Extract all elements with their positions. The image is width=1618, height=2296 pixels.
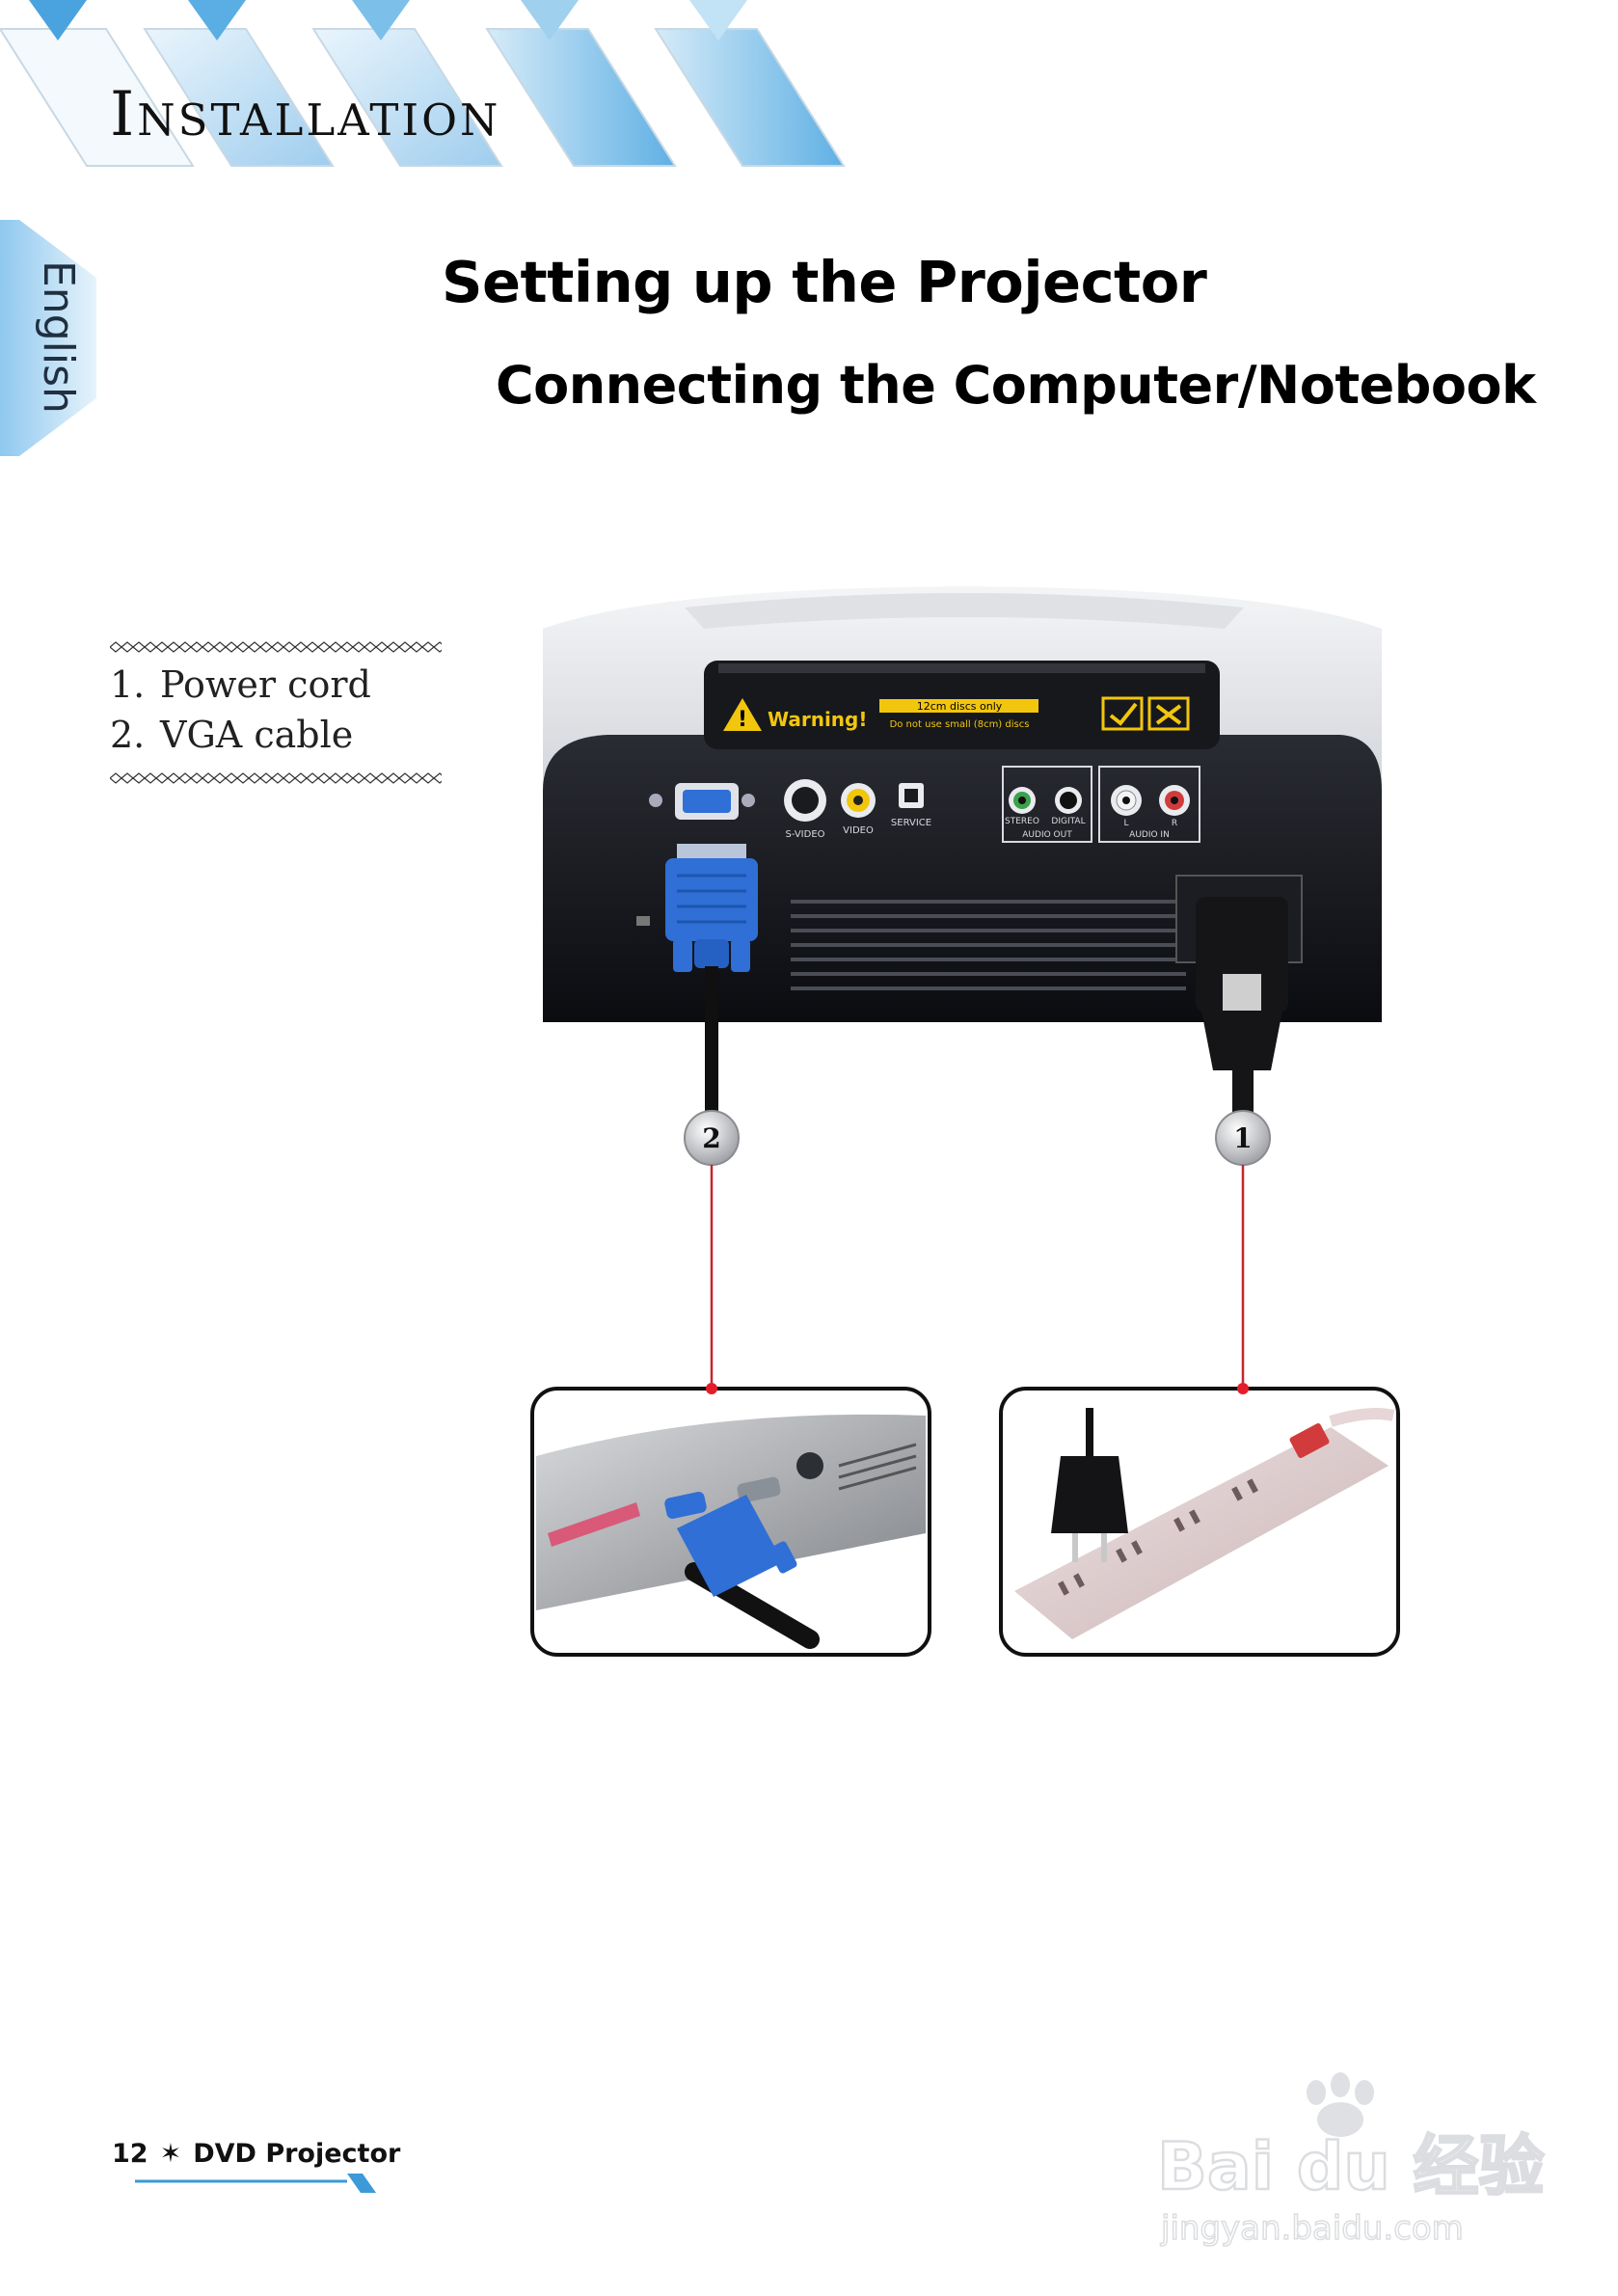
power-plug-head	[1051, 1456, 1128, 1533]
audio-jack	[796, 1452, 823, 1479]
audio-in-l-pin	[1122, 797, 1130, 804]
stereo-port-pin	[1018, 797, 1026, 804]
callout-2: 2	[684, 1110, 740, 1166]
item-number: 1.	[110, 663, 146, 706]
parts-list: 1. Power cord 2. VGA cable	[110, 660, 371, 760]
page-number: 12	[112, 2139, 148, 2169]
language-label: English	[34, 260, 83, 414]
screw-icon	[649, 794, 662, 807]
item-number: 2.	[110, 714, 146, 756]
footer-separator-icon: ✶	[159, 2139, 182, 2169]
disc-notice-line2: Do not use small (8cm) discs	[890, 719, 1030, 730]
watermark-brand: Bai du 经验	[1157, 2129, 1544, 2205]
warning-label: Warning!	[768, 708, 867, 731]
vga-port-socket	[683, 790, 731, 813]
disc-slot	[718, 663, 1205, 673]
projector-top-ridge	[685, 593, 1244, 629]
svideo-label: S-VIDEO	[785, 829, 824, 840]
paw-icon	[1307, 2072, 1374, 2137]
digital-label: DIGITAL	[1051, 817, 1085, 826]
product-name: DVD Projector	[193, 2139, 401, 2169]
parts-list-item: 2. VGA cable	[110, 710, 371, 760]
power-strip-body	[1014, 1427, 1389, 1639]
warning-icon	[723, 698, 762, 731]
power-plug-strain-relief	[1201, 1011, 1282, 1070]
footer-underline	[135, 2174, 376, 2193]
sub-heading: Connecting the Computer/Notebook	[496, 355, 1536, 416]
svideo-port-socket	[792, 787, 819, 814]
projector: ! Warning! 12cm discs only Do not use sm…	[543, 586, 1382, 1022]
disc-no-icon	[1147, 696, 1190, 731]
power-plug-prong	[1101, 1533, 1107, 1562]
service-label: SERVICE	[891, 818, 931, 828]
laptop-vga-port	[664, 1491, 707, 1520]
vga-thumbscrew-right	[731, 939, 750, 972]
zigzag-line	[110, 772, 442, 784]
warning-icon-mark: !	[738, 708, 747, 732]
laptop-vga-plug	[677, 1495, 783, 1597]
laptop-vents	[838, 1443, 917, 1491]
vga-thumbscrew-left	[673, 939, 692, 972]
item-label: VGA cable	[160, 714, 354, 756]
serial-port	[737, 1476, 781, 1503]
disc-notice-line1: 12cm discs only	[917, 700, 1003, 713]
screw-icon	[742, 794, 755, 807]
parts-list-item: 1. Power cord	[110, 660, 371, 710]
callout-1: 1	[1215, 1110, 1271, 1166]
vga-cable	[705, 966, 718, 1122]
power-strip-cord	[1329, 1408, 1395, 1427]
zigzag-line	[110, 641, 442, 653]
divider-bottom	[110, 772, 442, 784]
power-plug-cord	[1086, 1408, 1093, 1458]
audio-in-group	[1098, 766, 1200, 843]
audio-out-label: AUDIO OUT	[1022, 830, 1072, 840]
power-strip-switch	[1289, 1423, 1330, 1458]
connector-dot-2	[706, 1383, 717, 1394]
video-port-pin	[853, 796, 863, 805]
cross-icon	[1155, 704, 1182, 725]
connection-diagram: ! Warning! 12cm discs only Do not use sm…	[530, 586, 1400, 1657]
vga-plug-neck	[677, 844, 746, 859]
vent-grille	[791, 900, 1186, 990]
audio-in-r-pin	[1171, 797, 1178, 804]
parallel-port	[548, 1502, 640, 1547]
disc-ok-icon	[1101, 696, 1144, 731]
audio-in-r-label: R	[1172, 819, 1177, 828]
callout-number: 2	[702, 1122, 720, 1154]
power-plug-projector	[1196, 897, 1288, 1122]
vga-plug-body	[665, 858, 758, 941]
item-label: Power cord	[160, 663, 371, 706]
baidu-watermark: Bai du 经验 jingyan.baidu.com	[1156, 2072, 1546, 2249]
disc-notice-band	[879, 699, 1038, 713]
check-icon	[1109, 702, 1138, 726]
callout-number: 1	[1233, 1122, 1252, 1154]
power-strip-panel	[999, 1383, 1400, 1657]
divider-top	[110, 641, 442, 653]
page-heading: Setting up the Projector	[442, 249, 1207, 315]
power-strip-outlets	[1058, 1478, 1258, 1596]
video-label: VIDEO	[843, 825, 874, 836]
vga-plug-projector	[665, 844, 758, 1122]
audio-in-label: AUDIO IN	[1129, 830, 1170, 840]
section-title: Installation	[110, 79, 501, 150]
lock-slot	[636, 916, 650, 926]
audio-in-l-label: L	[1123, 819, 1128, 828]
page-footer: 12 ✶ DVD Projector	[112, 2139, 400, 2169]
power-plug-label	[1223, 974, 1261, 1011]
power-cable	[1232, 1068, 1254, 1122]
watermark-url: jingyan.baidu.com	[1160, 2209, 1464, 2248]
digital-port-socket	[1060, 792, 1077, 809]
stereo-label: STEREO	[1005, 817, 1039, 826]
connector-dot-1	[1237, 1383, 1249, 1394]
laptop-panel	[530, 1383, 931, 1657]
header-banner	[0, 0, 846, 167]
vga-plug-tail	[694, 939, 729, 968]
audio-out-group	[1002, 766, 1092, 843]
laptop-vga-thumbscrew	[769, 1541, 797, 1574]
service-port-socket	[904, 789, 918, 802]
power-plug-prong	[1072, 1533, 1078, 1562]
language-tab	[0, 220, 96, 456]
power-plug-body	[1196, 897, 1288, 1013]
